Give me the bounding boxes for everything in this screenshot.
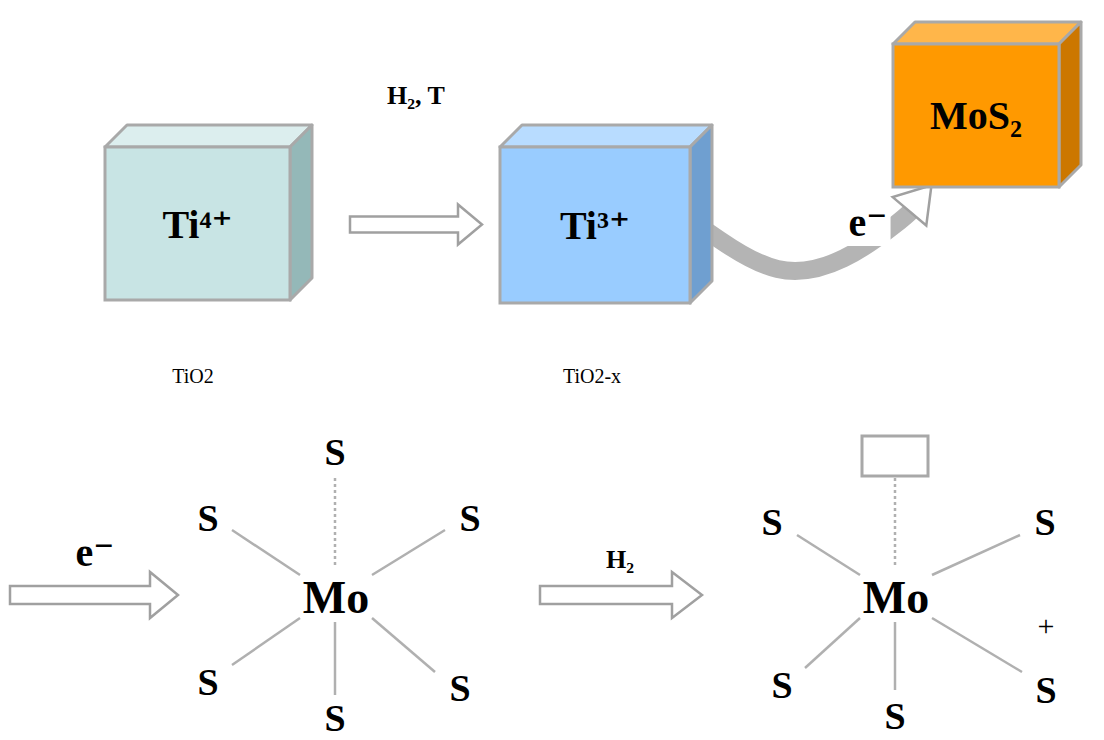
cube-box: Ti³⁺TiO2-x	[500, 125, 712, 303]
vacancy-box	[862, 436, 928, 476]
cube-front	[893, 44, 1059, 187]
hollow-arrow	[10, 572, 178, 618]
atom-label: S	[197, 660, 218, 704]
bond-lines	[232, 478, 445, 695]
cube-box: Ti⁴⁺TiO2	[105, 125, 312, 300]
cube-top	[500, 125, 712, 147]
edge-label: H₂, T	[384, 81, 448, 111]
atom-label: S	[1035, 668, 1056, 712]
hollow-arrow	[350, 205, 482, 245]
bond	[232, 618, 300, 665]
bond	[932, 535, 1020, 575]
atom-label: S	[761, 500, 782, 544]
cube-box: MoS₂	[893, 22, 1081, 187]
bond	[372, 618, 435, 672]
bond	[932, 618, 1022, 672]
reaction-arrow	[350, 205, 482, 245]
bond	[805, 618, 860, 668]
edge-label: e⁻	[846, 198, 891, 246]
atom-label: S	[459, 496, 480, 540]
bond	[797, 535, 860, 575]
atom-label: S	[1034, 500, 1055, 544]
atom-label: S	[884, 694, 905, 738]
bond	[232, 530, 300, 575]
material-caption: TiO2-x	[563, 365, 621, 388]
atom-label: S	[771, 663, 792, 707]
atom-label: Mo	[863, 571, 929, 624]
cube-top	[105, 125, 312, 147]
cube-side	[690, 125, 712, 303]
cube-top	[893, 22, 1081, 44]
atom-label: S	[197, 496, 218, 540]
bond	[334, 622, 337, 695]
cube-side	[1059, 22, 1081, 187]
cube-side	[290, 125, 312, 300]
cube-label: MoS₂	[893, 44, 1059, 187]
cube-front	[500, 147, 690, 303]
atom-label: S	[324, 696, 345, 740]
arrow-head	[893, 185, 932, 225]
arrow-label: H₂	[606, 545, 634, 575]
atom-label: S	[324, 430, 345, 474]
cube-label: Ti⁴⁺	[105, 147, 290, 300]
axial-bond	[334, 478, 337, 568]
atom-label: S	[449, 666, 470, 710]
atom-label: Mo	[303, 571, 369, 624]
axial-bond	[894, 478, 897, 568]
arrow-label: e⁻	[76, 528, 115, 576]
hollow-arrow	[540, 572, 702, 618]
bond-lines	[797, 478, 1022, 690]
cube-front	[105, 147, 290, 300]
bond	[372, 530, 445, 575]
atom-label: +	[1038, 609, 1055, 643]
reaction-arrow	[708, 185, 931, 271]
cube-label: Ti³⁺	[500, 147, 690, 303]
bond	[894, 622, 897, 690]
material-caption: TiO2	[172, 365, 214, 388]
